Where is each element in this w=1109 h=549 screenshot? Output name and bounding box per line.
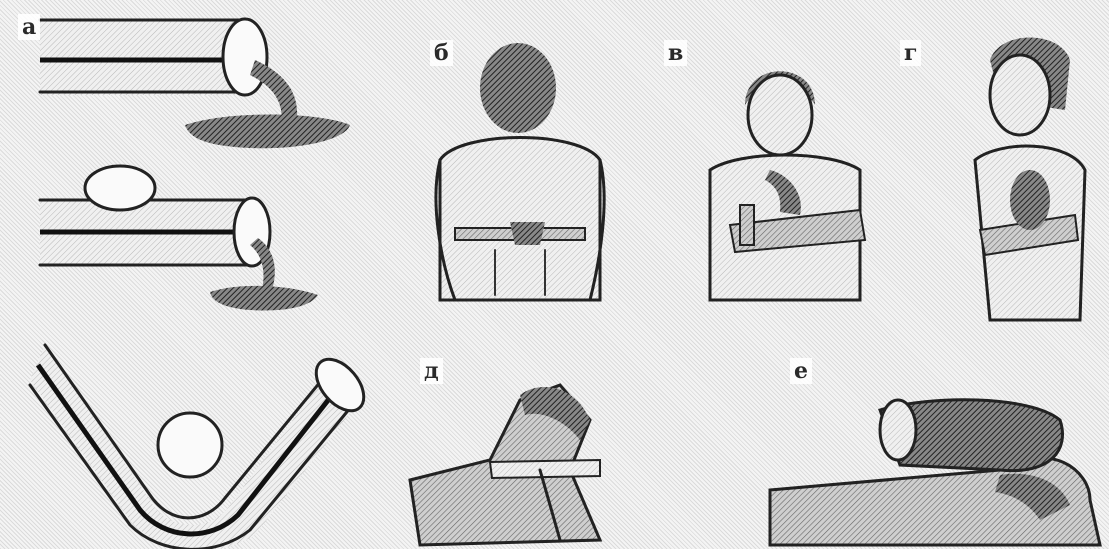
label-g: г <box>900 40 921 66</box>
panel-e-figure <box>770 400 1100 545</box>
panel-v-figure <box>710 71 865 300</box>
label-a: а <box>18 14 40 40</box>
panel-a-vessel-bent <box>30 345 373 549</box>
label-b: б <box>430 40 453 66</box>
label-v: в <box>664 40 687 66</box>
label-e: е <box>790 358 812 384</box>
panel-a-vessel-top <box>40 19 350 148</box>
label-d: д <box>420 358 443 384</box>
panel-a-vessel-middle <box>40 166 318 310</box>
panel-g-figure <box>975 38 1085 321</box>
panel-b-figure <box>436 43 604 300</box>
panel-d-figure <box>410 385 600 545</box>
